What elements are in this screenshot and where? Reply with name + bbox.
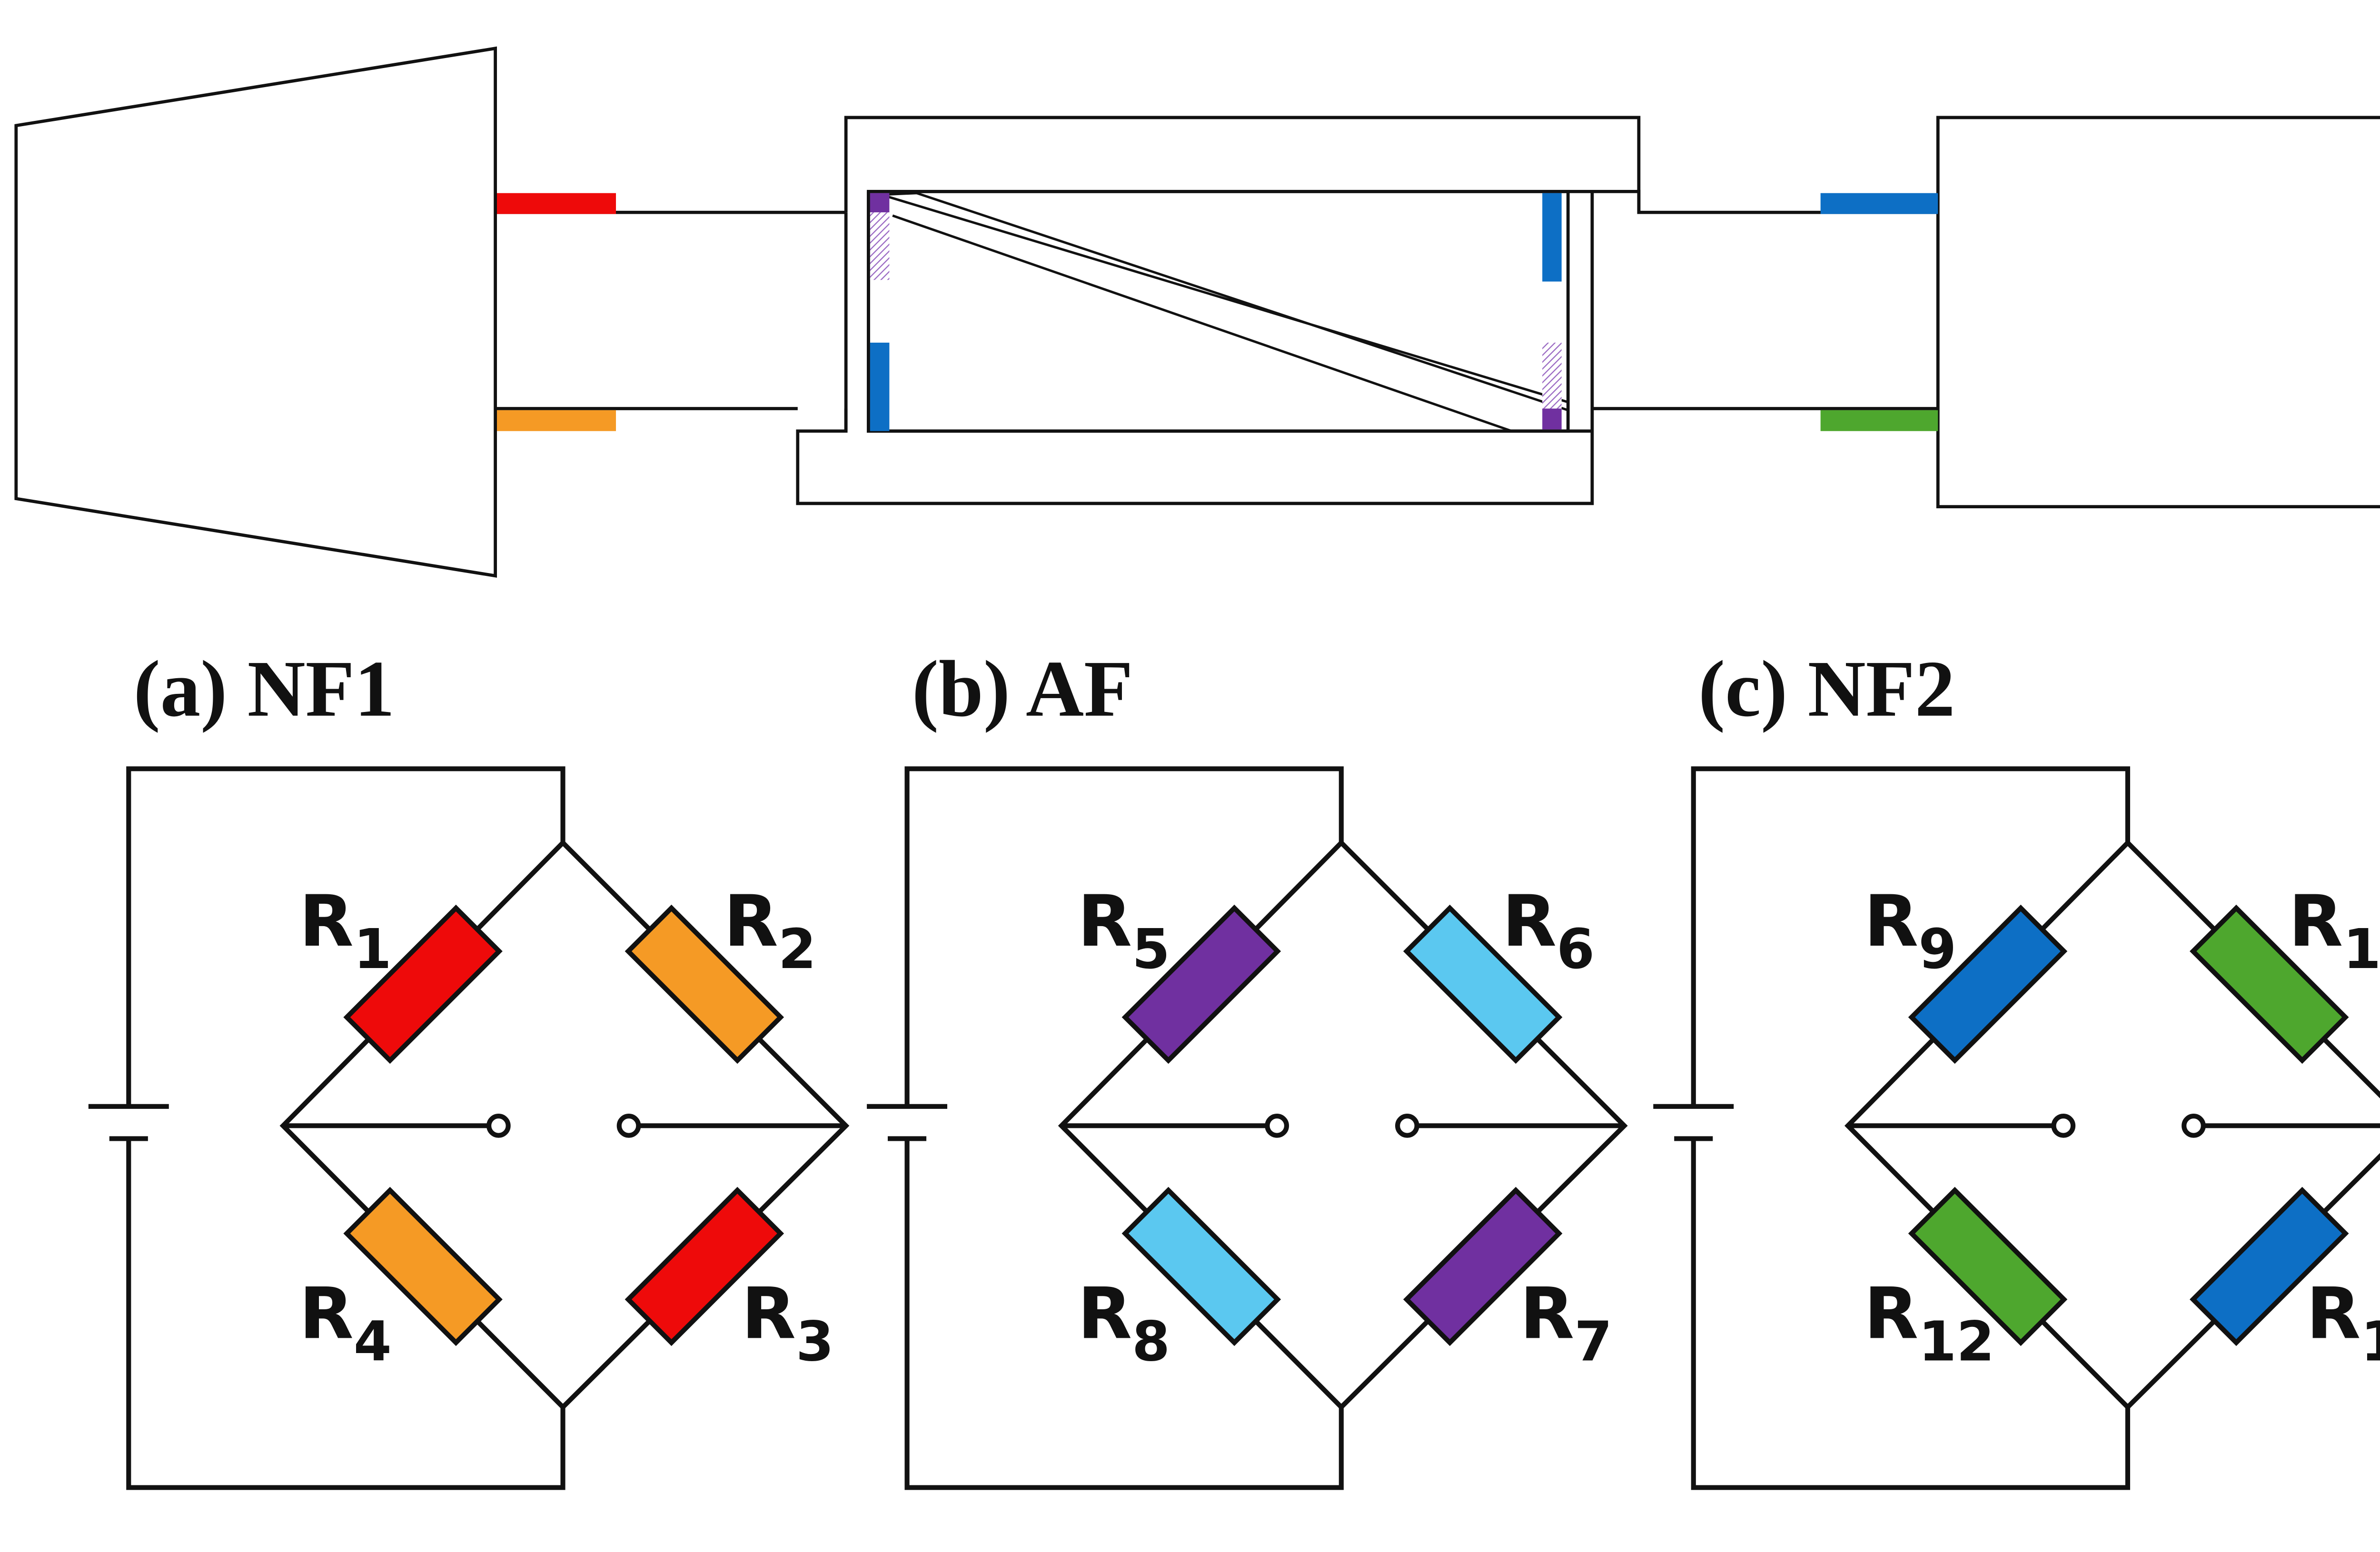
resistor-letter: R [1864, 880, 1918, 963]
left-tapered-body [14, 46, 497, 578]
resistor-subscript: 3 [796, 1310, 834, 1374]
resistor-letter: R [2289, 880, 2343, 963]
af-gauge-left-top-hatch [870, 212, 890, 280]
resistor-label-r1: R1 [299, 880, 391, 981]
resistor-letter: R [742, 1273, 796, 1355]
resistor-subscript: 9 [1918, 918, 1956, 981]
resistor-label-r9: R9 [1864, 880, 1956, 981]
af-gauge-left-top [870, 193, 890, 213]
resistor-letter: R [1864, 1273, 1918, 1355]
resistor-label-r7: R7 [1520, 1273, 1612, 1374]
resistor-subscript: 6 [1557, 918, 1595, 981]
output-terminal-left [486, 1114, 511, 1138]
nf1-gauge-bottom [497, 410, 616, 431]
left-connecting-rod [495, 210, 846, 410]
output-terminal-left [2051, 1114, 2076, 1138]
af-gauge-right-bottom-hatch [1542, 342, 1562, 410]
af-gauge-left-bottom [870, 342, 890, 431]
resistor-r3 [625, 1186, 784, 1346]
nf2-gauge-bottom [1820, 410, 1938, 431]
right-body [1936, 116, 2380, 508]
diagonal-flexure [881, 192, 1569, 412]
resistor-label-r4: R4 [299, 1273, 391, 1374]
resistor-r2 [625, 904, 784, 1064]
output-terminal-right [2182, 1114, 2206, 1138]
resistor-letter: R [299, 880, 353, 963]
resistor-r7 [1403, 1186, 1563, 1346]
af-gauge-right-bottom [1542, 408, 1562, 430]
resistor-letter: R [1520, 1273, 1574, 1355]
resistor-label-r5: R5 [1078, 880, 1170, 981]
resistor-r5 [1121, 904, 1281, 1064]
resistor-subscript: 10 [2343, 918, 2380, 981]
resistor-r1 [343, 904, 503, 1064]
supply-wire [126, 766, 565, 1490]
resistor-letter: R [299, 1273, 353, 1355]
resistor-label-r11: R11 [2306, 1273, 2380, 1374]
resistor-label-r10: R10 [2289, 880, 2380, 981]
supply-wire [1691, 766, 2131, 1490]
nf1-gauge-top [497, 193, 616, 214]
af-gauge-right-top [1542, 193, 1562, 282]
resistor-subscript: 2 [778, 918, 816, 981]
resistor-label-r6: R6 [1502, 880, 1595, 981]
outer-frame [796, 116, 1938, 505]
bridge-title: (b) AF [912, 644, 1133, 733]
resistor-r12 [1908, 1186, 2068, 1346]
inner-frame [844, 189, 1641, 433]
resistor-subscript: 8 [1132, 1310, 1170, 1374]
resistor-subscript: 1 [354, 918, 392, 981]
resistor-subscript: 7 [1574, 1310, 1612, 1374]
output-terminal-right [1395, 1114, 1419, 1138]
resistor-label-r8: R8 [1078, 1273, 1170, 1374]
resistor-r8 [1121, 1186, 1281, 1346]
output-terminal-right [616, 1114, 641, 1138]
resistor-letter: R [2306, 1273, 2360, 1355]
sensor-assembly-drawing [14, 46, 2380, 578]
resistor-subscript: 5 [1132, 918, 1170, 981]
resistor-r6 [1403, 904, 1563, 1064]
nf2-gauge-top [1820, 193, 1938, 214]
bridge-title: (a) NF1 [133, 644, 395, 733]
resistor-r10 [2190, 904, 2349, 1064]
resistor-label-r12: R12 [1864, 1273, 1994, 1374]
resistor-letter: R [1502, 880, 1557, 963]
bridge-title: (c) NF2 [1698, 644, 1955, 733]
output-terminal-left [1265, 1114, 1289, 1138]
resistor-letter: R [1078, 880, 1132, 963]
resistor-label-r3: R3 [742, 1273, 834, 1374]
measuring-box [867, 189, 1570, 433]
resistor-subscript: 4 [354, 1310, 392, 1374]
resistor-r4 [343, 1186, 503, 1346]
resistor-r9 [1908, 904, 2068, 1064]
resistor-letter: R [724, 880, 778, 963]
diagonal-flexure-end [892, 214, 1512, 433]
resistor-letter: R [1078, 1273, 1132, 1355]
resistor-subscript: 11 [2360, 1310, 2380, 1374]
resistor-r11 [2190, 1186, 2349, 1346]
supply-wire [904, 766, 1344, 1490]
bridge-3: (c) NF2R9R10R11R12 [1653, 644, 2380, 1490]
resistor-subscript: 12 [1918, 1310, 1994, 1374]
resistor-label-r2: R2 [724, 880, 816, 981]
